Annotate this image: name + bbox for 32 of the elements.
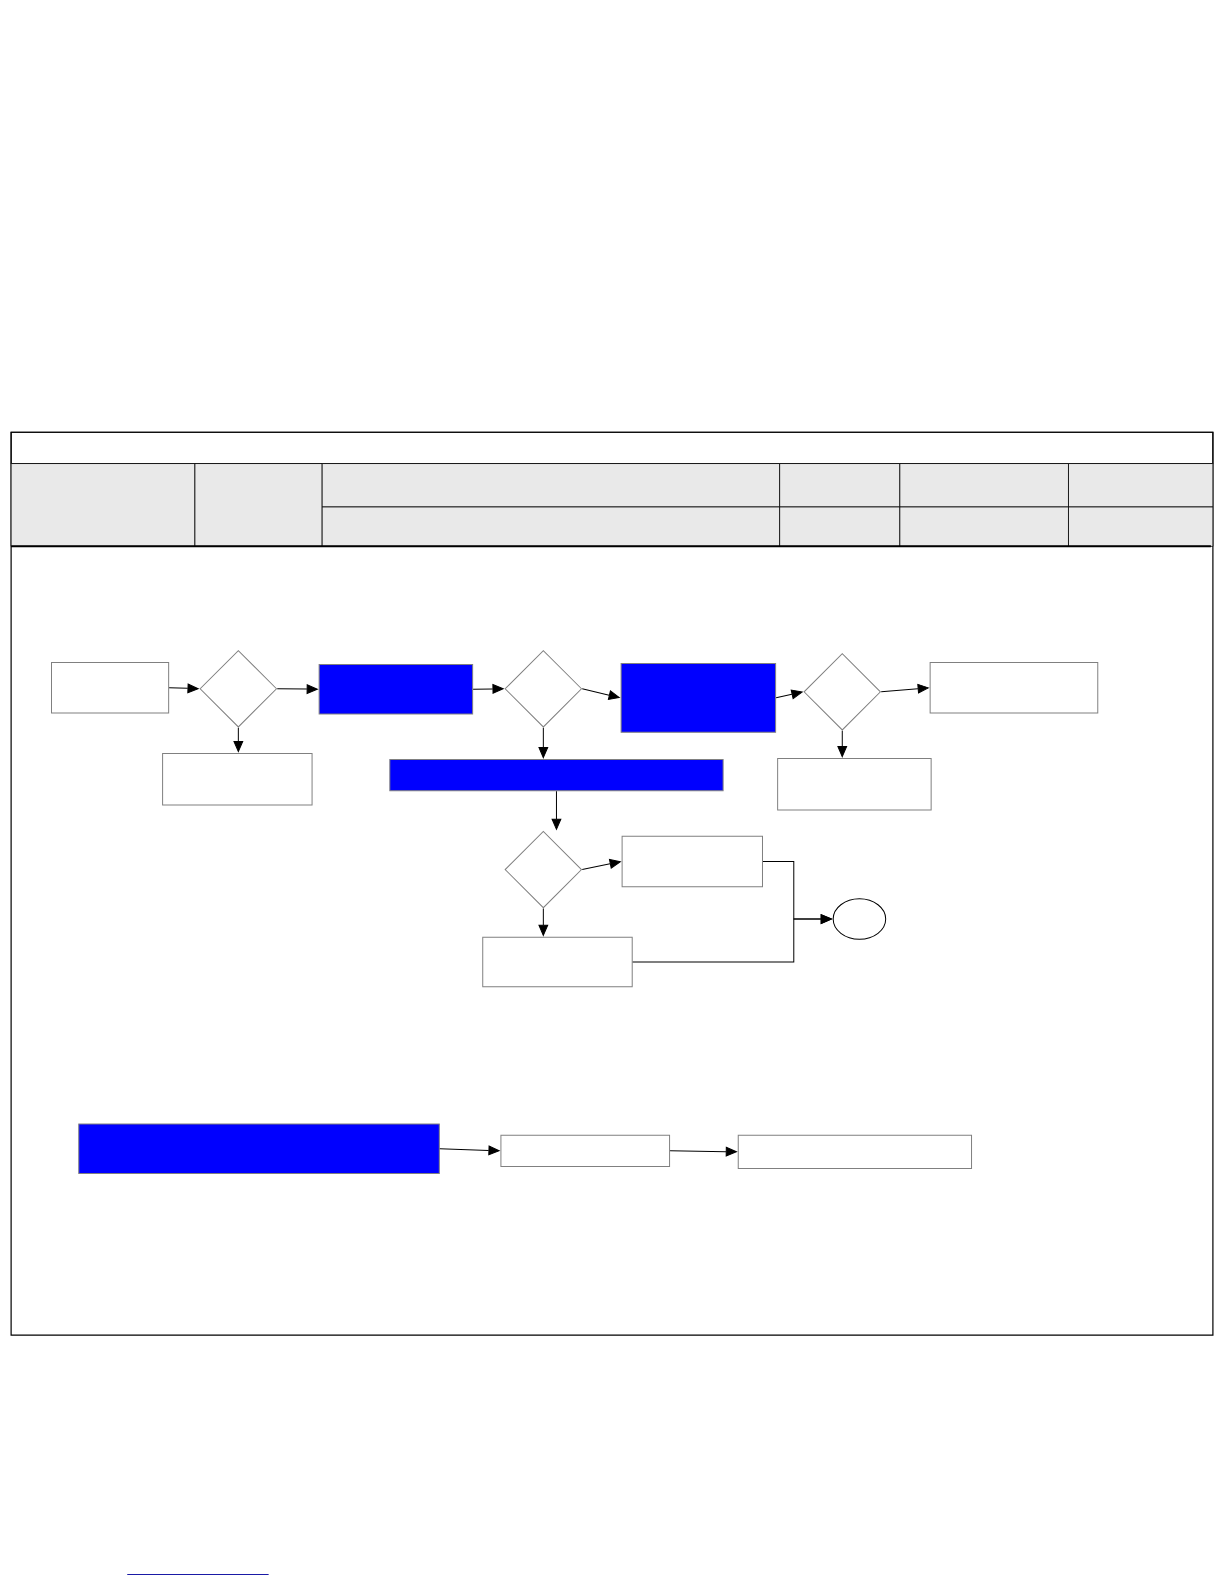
process-box (737, 1134, 973, 1169)
process-box (162, 752, 313, 806)
arrow (538, 727, 549, 759)
arrow (632, 914, 832, 963)
decision-diamond (199, 650, 277, 728)
arrow (439, 1145, 500, 1156)
arrow (669, 1146, 737, 1157)
decision-diamond (504, 650, 582, 728)
decision-diamond (803, 653, 881, 731)
process-box (620, 663, 777, 733)
arrow (538, 907, 549, 936)
arrow (837, 730, 848, 758)
arrow (880, 683, 929, 694)
process-box (500, 1134, 671, 1167)
process-box (621, 835, 763, 888)
process-box (482, 936, 633, 988)
arrow (233, 727, 244, 753)
arrow (551, 790, 562, 830)
process-box (78, 1123, 440, 1174)
process-box (389, 758, 724, 792)
arrow (775, 689, 803, 700)
process-box (929, 662, 1099, 714)
process-box (51, 662, 170, 714)
arrow (581, 688, 620, 700)
arrow (168, 683, 199, 694)
terminal-circle (832, 898, 887, 940)
arrow (472, 684, 504, 694)
process-box (318, 664, 474, 715)
decision-diamond (504, 830, 582, 909)
arrow (581, 859, 621, 871)
process-box (777, 757, 932, 811)
arrow (276, 684, 318, 694)
